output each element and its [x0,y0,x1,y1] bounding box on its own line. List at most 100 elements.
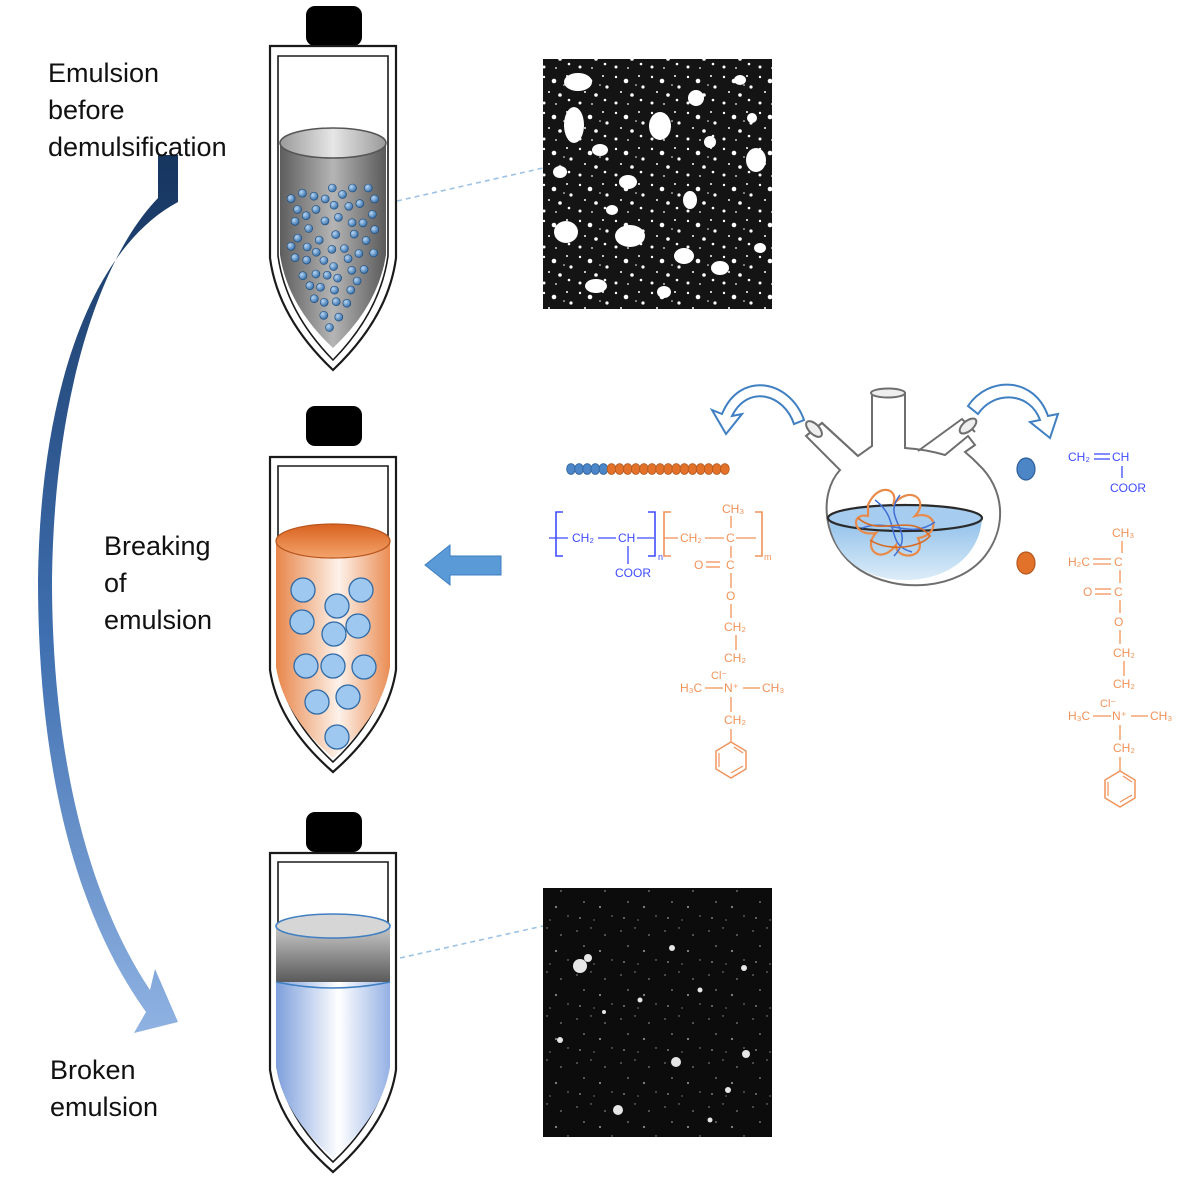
benzene-ring [715,741,747,779]
tube-cap [306,812,362,852]
cationic-bead [639,463,649,475]
droplet [286,242,296,251]
micro-blob [564,107,584,143]
micro-speck [741,965,747,971]
chem-label: N⁺ [1112,709,1127,723]
label-line: emulsion [50,1092,159,1122]
micro-speck [584,954,592,962]
micro-blob [606,205,618,215]
label-line: before [48,95,125,125]
chem-label: CH₂ [724,620,746,634]
orange-liquid-surface [275,523,391,559]
micro-blob [615,225,645,247]
cationic-bead [679,463,690,475]
droplet [349,229,359,239]
chem-label: Cl⁻ [1100,698,1116,710]
label-line: demulsification [48,132,227,162]
micro-speck [742,1050,750,1058]
chem-label: H₃C [1068,709,1091,723]
chem-label: CH₂ [572,531,594,545]
left-block-arrow [424,543,502,587]
droplet [324,593,350,619]
droplet [343,254,353,264]
three-neck-flask [804,387,1002,587]
cationic-monomer-bead [1016,551,1036,575]
droplet [338,190,347,199]
droplet [370,194,379,204]
micro-speck [697,987,703,993]
micrograph-after [543,888,772,1137]
droplet [325,323,334,332]
droplet [347,218,357,227]
micro-blob [657,286,671,298]
droplet [311,205,321,214]
chem-label: H₃C [680,681,703,695]
droplet [286,194,296,203]
cationic-bead [703,463,714,475]
chem-label: C [1114,585,1123,599]
droplet [330,285,339,295]
micro-speck [637,997,643,1003]
droplet [354,249,364,258]
micro-blob [592,144,608,156]
label-line: Broken [50,1055,136,1085]
droplet [368,210,377,219]
tube-emulsion-before [268,6,398,372]
chem-label: Cl⁻ [711,670,727,682]
chem-subscript: m [764,552,772,562]
micro-blob [734,75,746,85]
chem-label: N⁺ [724,681,739,695]
cationic-bead [711,463,722,475]
chem-subscript: n [658,552,663,562]
oil-layer [276,926,390,982]
droplet [346,285,356,295]
droplet [361,236,371,245]
micro-blob [754,243,766,253]
droplet [314,235,324,245]
droplet [309,294,319,304]
micro-speck [602,1010,606,1014]
droplet [311,269,321,279]
label-emulsion-before: Emulsion before demulsification [48,55,227,166]
chem-label: CH₂ [680,531,702,545]
chem-label: CH [1112,450,1129,464]
droplet [333,273,342,283]
droplet [298,271,308,281]
micro-blob [674,248,694,264]
droplet [334,312,344,322]
label-line: emulsion [104,605,213,635]
droplet [348,183,357,193]
coalescing-droplets [289,577,377,750]
droplet [316,282,325,292]
droplet [289,609,315,635]
chem-label: COOR [1110,481,1146,495]
chem-label: CH₂ [724,713,746,727]
cationic-bead [671,463,682,475]
droplet [344,202,354,211]
droplet [327,245,337,254]
micro-blob [688,90,704,106]
cationic-bead [695,463,706,475]
droplet [293,233,303,243]
droplet [334,213,343,222]
chem-label: CH₂ [724,651,746,665]
acrylate-bead [598,463,609,475]
oil-droplets [286,183,380,332]
chem-label: CH₂ [1068,450,1090,464]
acrylate-bead [574,463,584,475]
micro-speck [557,1037,563,1043]
chem-label: CH₂ [1113,677,1135,691]
droplet [319,256,329,265]
droplet [369,248,379,258]
droplet [322,270,332,280]
oil-layer-surface [275,913,391,939]
droplet [290,577,316,603]
tube-breaking [268,406,398,774]
droplet [298,188,307,198]
micro-speck [613,1105,623,1115]
chem-label: CH₂ [1113,741,1135,755]
chem-label: CH₂ [1113,646,1135,660]
acrylate-monomer-structure: CH₂ CH COOR [1068,450,1146,495]
droplet [324,724,350,750]
